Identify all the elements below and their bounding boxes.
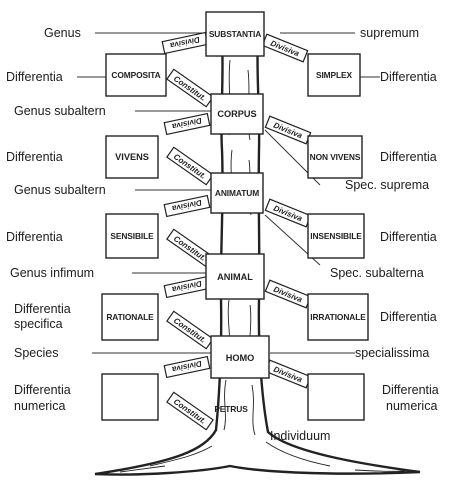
sensibile-label: SENSIBILE: [110, 231, 154, 241]
animatum-label: ANIMATUM: [215, 188, 259, 198]
differentia-label: Differentia: [6, 230, 63, 244]
rationale-label: RATIONALE: [106, 312, 154, 322]
differentia-label: Differentia: [380, 70, 437, 84]
differentia-label: Differentia: [380, 310, 437, 324]
animal-label: ANIMAL: [217, 272, 253, 282]
differentia-specifica-label: specifica: [14, 317, 63, 331]
species-label: Species: [14, 346, 58, 360]
differentia-label: Differentia: [380, 230, 437, 244]
differentia-label: Differentia: [6, 150, 63, 164]
supremum-label: supremum: [360, 26, 419, 40]
differentia-numerica-label: numerica: [14, 399, 65, 413]
petrus-label: PETRUS: [214, 404, 248, 414]
left-labels: Genus Differentia Genus subaltern Differ…: [6, 26, 106, 413]
differentia-numerica-label: Differentia: [382, 383, 439, 397]
constitut-band-text: Constitut.: [172, 74, 208, 103]
numerica-right-box: [308, 374, 364, 420]
non-vivens-label: NON VIVENS: [310, 152, 361, 162]
differentia-numerica-label: Differentia: [14, 383, 71, 397]
differentia-specifica-label: Differentia: [14, 302, 71, 316]
corpus-label: CORPUS: [217, 109, 256, 119]
constitut-band-text: Constitut.: [172, 152, 208, 181]
individuum-label: Individuum: [270, 429, 330, 443]
right-boxes: SIMPLEX NON VIVENS INSENSIBILE IRRATIONA…: [308, 54, 368, 420]
substantia-label: SUBSTANTIA: [209, 29, 261, 39]
genus-label: Genus: [44, 26, 81, 40]
divisiva-bands-right: Divisiva Divisiva Divisiva Divisiva Divi…: [262, 34, 310, 388]
left-boxes: COMPOSITA VIVENS SENSIBILE RATIONALE: [102, 54, 166, 420]
differentia-label: Differentia: [6, 70, 63, 84]
genus-subaltern-label: Genus subaltern: [14, 104, 106, 118]
homo-label: HOMO: [226, 353, 255, 363]
constitut-band-text: Constitut.: [172, 316, 208, 345]
genus-subaltern-label: Genus subaltern: [14, 183, 106, 197]
specialissima-label: specialissima: [355, 346, 429, 360]
constitut-band-text: Constitut.: [172, 397, 208, 426]
differentia-numerica-label: numerica: [386, 399, 437, 413]
insensibile-label: INSENSIBILE: [310, 231, 362, 241]
genus-infimum-label: Genus infimum: [10, 266, 94, 280]
differentia-label: Differentia: [380, 150, 437, 164]
vivens-label: VIVENS: [115, 152, 149, 162]
constitut-band-text: Constitut.: [172, 234, 208, 263]
simplex-label: SIMPLEX: [316, 70, 353, 80]
irrationale-label: IRRATIONALE: [310, 312, 366, 322]
composita-label: COMPOSITA: [111, 70, 160, 80]
spec-suprema-label: Spec. suprema: [345, 178, 429, 192]
numerica-left-box: [102, 374, 158, 420]
spec-subalterna-label: Spec. subalterna: [330, 266, 424, 280]
